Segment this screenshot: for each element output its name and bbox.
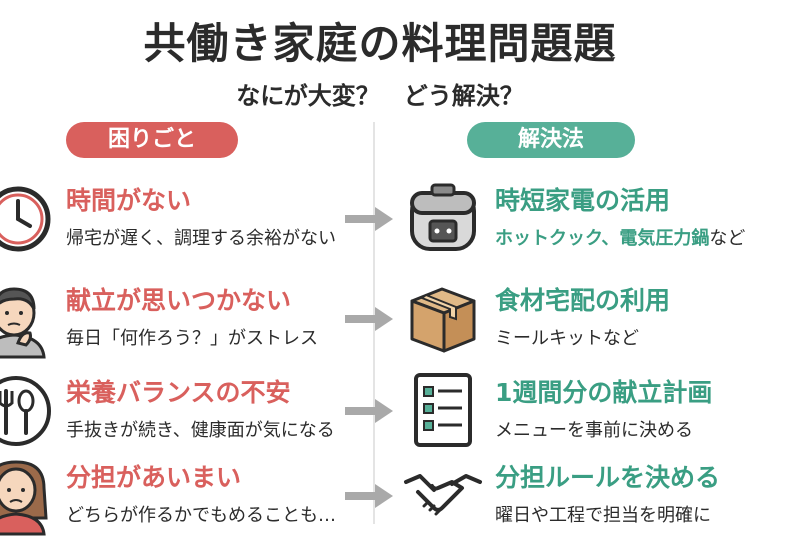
solution-title: 分担ルールを決める: [495, 463, 721, 492]
row-nutrition: 栄養バランスの不安 手抜きが続き、健康面が気になる 1週間分の献立計画 メニュー…: [0, 373, 800, 468]
problem-title: 時間がない: [66, 186, 192, 215]
solution-desc: ミールキットなど: [495, 328, 639, 349]
row-menu: 献立が思いつかない 毎日「何作ろう？」がストレス 食材宅配の利用 ミールキットな…: [0, 281, 800, 376]
solution-desc: メニューを事前に決める: [495, 420, 693, 441]
solutions-header: 解決法: [467, 122, 635, 158]
problem-desc: 帰宅が遅く、調理する余裕がない: [66, 228, 336, 249]
arrow-icon: [345, 205, 395, 233]
solution-title: 時短家電の活用: [495, 186, 671, 215]
worried-woman-icon: [0, 458, 54, 536]
arrow-icon: [345, 482, 395, 510]
problem-title: 献立が思いつかない: [66, 286, 292, 315]
problem-title: 分担があいまい: [66, 463, 242, 492]
solution-desc-accent: ホットクック、電気圧力鍋: [495, 228, 710, 249]
arrow-icon: [345, 397, 395, 425]
solution-title: 食材宅配の利用: [495, 286, 671, 315]
problem-title: 栄養バランスの不安: [66, 378, 291, 407]
problems-header: 困りごと: [66, 122, 238, 158]
problem-desc: 毎日「何作ろう？」がストレス: [66, 328, 318, 349]
solution-desc: ホットクック、電気圧力鍋など: [495, 224, 745, 250]
row-time: 時間がない 帰宅が遅く、調理する余裕がない 時短家電の活用 ホットクック、電気圧…: [0, 181, 800, 276]
fork-spoon-icon: [0, 373, 54, 449]
rice-cooker-icon: [404, 179, 482, 257]
checklist-icon: [404, 371, 482, 449]
page-title: 共働き家庭の料理問題題: [143, 19, 617, 68]
solution-desc-tail: など: [709, 228, 746, 249]
problem-desc: どちらが作るかでもめることも…: [66, 505, 336, 526]
clock-icon: [0, 181, 54, 257]
arrow-icon: [345, 305, 395, 333]
solution-title: 1週間分の献立計画: [495, 378, 713, 407]
problem-desc: 手抜きが続き、健康面が気になる: [66, 420, 335, 441]
delivery-box-icon: [404, 279, 482, 357]
handshake-icon: [404, 456, 482, 534]
page-subtitle: なにが大変？ どう解決？: [236, 82, 524, 110]
solution-desc: 曜日や工程で担当を明確に: [495, 505, 711, 526]
thinking-person-icon: [0, 281, 54, 359]
row-division: 分担があいまい どちらが作るかでもめることも… 分担ルールを決める 曜日や工程で…: [0, 458, 800, 553]
